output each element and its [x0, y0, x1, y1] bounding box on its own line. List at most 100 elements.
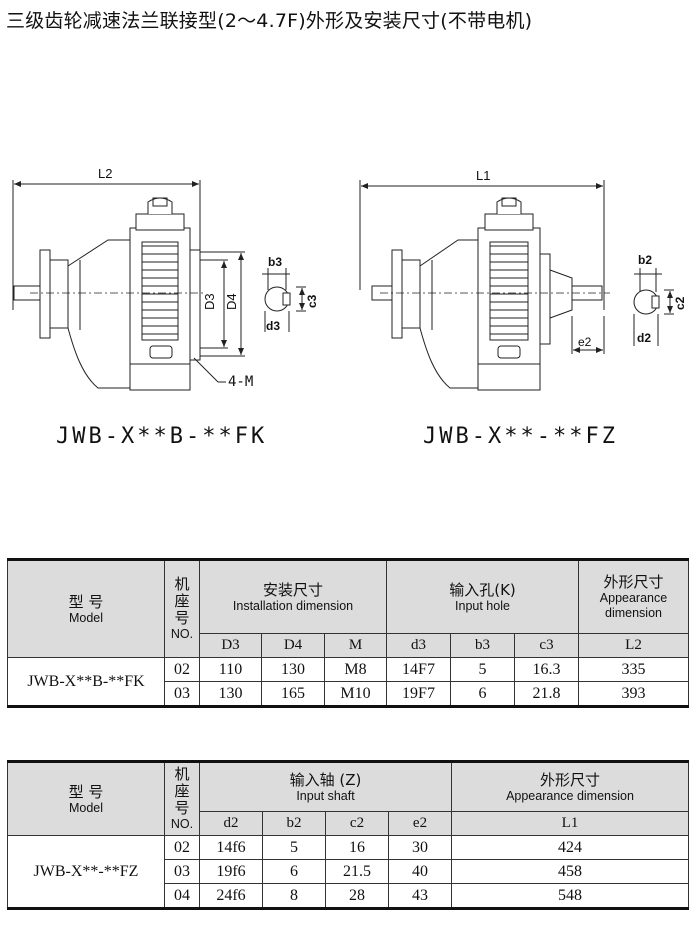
dim-d3-label: d3 — [266, 319, 280, 333]
col-M: M — [324, 633, 387, 658]
seat-char-3: 号 — [174, 609, 190, 627]
dim-c3-label: c3 — [305, 294, 319, 308]
model-value: JWB-X**-**FZ — [7, 835, 165, 910]
appearance-header-en-2: dimension — [605, 606, 662, 620]
dim-L2-label: L2 — [98, 166, 112, 181]
cell-c2: 16 — [325, 835, 389, 860]
cell-b2: 8 — [262, 883, 326, 910]
cell-no: 03 — [164, 859, 200, 884]
col-D4: D4 — [261, 633, 325, 658]
input-shaft-header: 输入轴 (Z) Input shaft — [199, 760, 452, 812]
model-header-cn: 型 号 — [68, 592, 104, 611]
cell-M: M10 — [324, 681, 387, 708]
dim-b2-label: b2 — [638, 253, 652, 267]
col-d2: d2 — [199, 811, 263, 836]
cell-no: 02 — [164, 657, 200, 682]
cell-D3: 110 — [199, 657, 262, 682]
cell-b3: 5 — [450, 657, 515, 682]
cell-L1: 548 — [451, 883, 689, 910]
dim-e2-label: e2 — [578, 335, 592, 349]
drawing-fz-labels: L1 e2 b2 c2 d2 — [476, 168, 687, 349]
seat-char-2: 座 — [174, 592, 190, 610]
seat-char-1: 机 — [174, 765, 190, 783]
seat-char-1: 机 — [174, 575, 190, 593]
technical-drawings: L2 D3 D4 4-M b3 c3 d3 — [0, 150, 696, 450]
seat-char-3: 号 — [174, 799, 190, 817]
cell-d3: 19F7 — [386, 681, 451, 708]
cell-d2: 24f6 — [199, 883, 263, 910]
installation-header-cn: 安装尺寸 — [262, 580, 323, 599]
dim-D4-label: D4 — [224, 293, 239, 310]
model-header-en: Model — [68, 610, 104, 625]
model-header: 型 号 Model — [7, 760, 165, 836]
cell-e2: 40 — [388, 859, 452, 884]
dim-c2-label: c2 — [673, 296, 687, 310]
input-hole-header: 输入孔(K) Input hole — [386, 558, 579, 634]
page-title: 三级齿轮减速法兰联接型(2～4.7F)外形及安装尺寸(不带电机) — [6, 10, 533, 32]
table-row: 03 130 165 M10 19F7 6 21.8 393 — [8, 681, 689, 708]
input-shaft-header-cn: 输入轴 (Z) — [289, 770, 362, 789]
dim-b3-label: b3 — [268, 255, 282, 269]
seat-header: 机 座 号 NO. — [164, 760, 200, 836]
appearance-header-cn: 外形尺寸 — [603, 573, 664, 591]
col-L2: L2 — [578, 633, 689, 658]
input-hole-header-en: Input hole — [455, 598, 510, 613]
cell-D3: 130 — [199, 681, 262, 708]
seat-header: 机 座 号 NO. — [164, 558, 200, 658]
appearance-header-en: Appearance dimension — [506, 788, 634, 803]
appearance-header: 外形尺寸 Appearance dimension — [451, 760, 689, 812]
dim-L1-label: L1 — [476, 168, 490, 183]
cell-M: M8 — [324, 657, 387, 682]
cell-D4: 130 — [261, 657, 325, 682]
cell-d3: 14F7 — [386, 657, 451, 682]
col-b2: b2 — [262, 811, 326, 836]
input-hole-header-cn: 输入孔(K) — [449, 580, 516, 599]
seat-header-en: NO. — [170, 627, 194, 641]
col-e2: e2 — [388, 811, 452, 836]
model-header-cn: 型 号 — [68, 782, 104, 801]
input-shaft-header-en: Input shaft — [296, 788, 355, 803]
cell-b2: 5 — [262, 835, 326, 860]
cell-D4: 165 — [261, 681, 325, 708]
table-row: JWB-X**B-**FK 02 110 130 M8 14F7 5 16.3 … — [7, 657, 689, 708]
drawing-fk-labels: L2 D3 D4 4-M b3 c3 d3 — [98, 166, 319, 390]
drawing-fz — [359, 180, 674, 391]
appearance-header-en-1: Appearance — [599, 591, 668, 605]
cell-no: 03 — [164, 681, 200, 708]
model-label-fk: JWB-X**B-**FK — [56, 424, 268, 449]
model-label-fz: JWB-X**-**FZ — [423, 424, 618, 449]
col-b3: b3 — [450, 633, 515, 658]
installation-header: 安装尺寸 Installation dimension — [199, 558, 387, 634]
col-D3: D3 — [199, 633, 262, 658]
col-c2: c2 — [325, 811, 389, 836]
seat-header-en: NO. — [170, 817, 194, 831]
cell-L1: 424 — [451, 835, 689, 860]
cell-e2: 30 — [388, 835, 452, 860]
table-row: JWB-X**-**FZ 02 14f6 5 16 30 424 — [7, 835, 689, 910]
cell-c3: 21.8 — [514, 681, 579, 708]
cell-c2: 21.5 — [325, 859, 389, 884]
cell-no: 02 — [164, 835, 200, 860]
appearance-header-cn: 外形尺寸 — [539, 770, 600, 789]
appearance-header: 外形尺寸 Appearance dimension — [578, 558, 689, 634]
cell-no: 04 — [164, 883, 200, 910]
cell-d2: 19f6 — [199, 859, 263, 884]
cell-c2: 28 — [325, 883, 389, 910]
cell-c3: 16.3 — [514, 657, 579, 682]
model-header-en: Model — [68, 800, 104, 815]
col-d3: d3 — [386, 633, 451, 658]
seat-char-2: 座 — [174, 782, 190, 800]
cell-b3: 6 — [450, 681, 515, 708]
cell-e2: 43 — [388, 883, 452, 910]
table-row: 04 24f6 8 28 43 548 — [8, 883, 689, 910]
drawings-svg: L2 D3 D4 4-M b3 c3 d3 — [12, 166, 687, 391]
installation-header-en: Installation dimension — [232, 598, 354, 613]
dim-D3-label: D3 — [202, 293, 217, 310]
drawing-fk — [12, 180, 306, 391]
table-fz: 型 号 Model 机 座 号 NO. 输入轴 (Z) Input shaft … — [7, 760, 689, 910]
model-header: 型 号 Model — [7, 558, 165, 658]
col-L1: L1 — [451, 811, 689, 836]
holes-label: 4-M — [228, 374, 253, 390]
dim-d2-label: d2 — [637, 331, 651, 345]
col-c3: c3 — [514, 633, 579, 658]
